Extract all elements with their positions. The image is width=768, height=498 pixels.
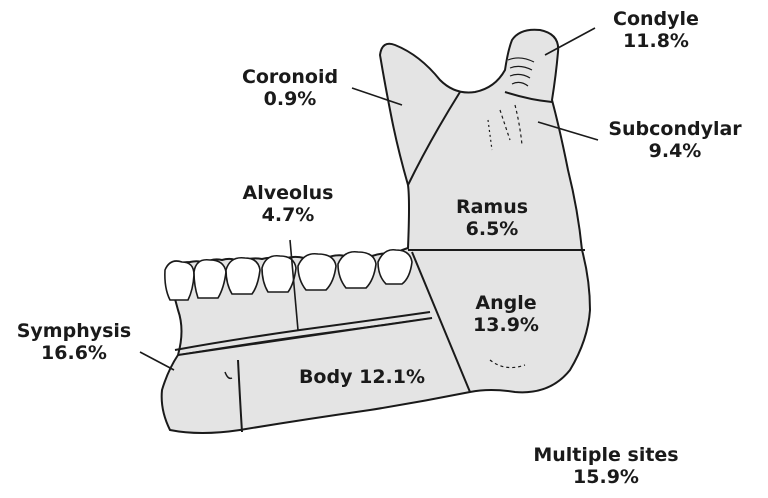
- condyle-percent: 11.8%: [596, 30, 716, 52]
- coronoid-name: Coronoid: [230, 66, 350, 88]
- ramus-label: Ramus 6.5%: [432, 196, 552, 240]
- angle-percent: 13.9%: [446, 314, 566, 336]
- coronoid-label: Coronoid 0.9%: [230, 66, 350, 110]
- subcondylar-percent: 9.4%: [600, 140, 750, 162]
- body-name: Body: [299, 366, 353, 388]
- condyle-label: Condyle 11.8%: [596, 8, 716, 52]
- tooth-6: [338, 252, 376, 288]
- multiple-sites-name: Multiple sites: [516, 444, 696, 466]
- symphysis-name: Symphysis: [4, 320, 144, 342]
- angle-name: Angle: [446, 292, 566, 314]
- symphysis-percent: 16.6%: [4, 342, 144, 364]
- tooth-1: [165, 261, 194, 300]
- multiple-sites-percent: 15.9%: [516, 466, 696, 488]
- angle-label: Angle 13.9%: [446, 292, 566, 336]
- body-label: Body 12.1%: [272, 366, 452, 388]
- body-percent: 12.1%: [359, 366, 425, 388]
- tooth-7: [378, 250, 412, 284]
- symphysis-label: Symphysis 16.6%: [4, 320, 144, 364]
- alveolus-name: Alveolus: [228, 182, 348, 204]
- condyle-name: Condyle: [596, 8, 716, 30]
- alveolus-label: Alveolus 4.7%: [228, 182, 348, 226]
- ramus-name: Ramus: [432, 196, 552, 218]
- ramus-percent: 6.5%: [432, 218, 552, 240]
- tooth-3: [226, 258, 260, 294]
- symphysis-leader: [140, 352, 174, 370]
- tooth-2: [194, 260, 226, 298]
- tooth-4: [262, 256, 296, 292]
- multiple-sites-label: Multiple sites 15.9%: [516, 444, 696, 488]
- coronoid-percent: 0.9%: [230, 88, 350, 110]
- subcondylar-label: Subcondylar 9.4%: [600, 118, 750, 162]
- alveolus-percent: 4.7%: [228, 204, 348, 226]
- tooth-5: [298, 254, 336, 290]
- subcondylar-name: Subcondylar: [600, 118, 750, 140]
